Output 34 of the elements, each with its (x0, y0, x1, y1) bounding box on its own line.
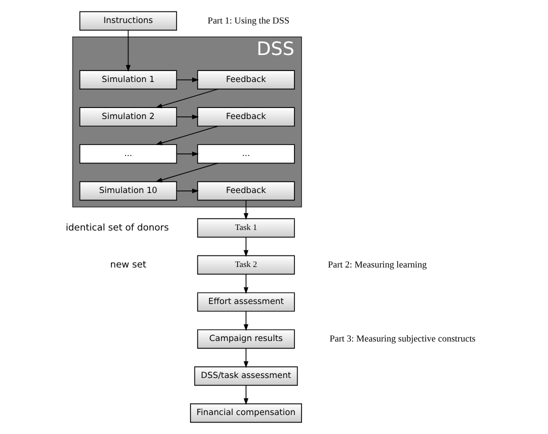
arrow (244, 348, 248, 368)
arrow (155, 126, 218, 146)
node-box: Simulation 1 (79, 70, 178, 90)
label: Part 3: Measuring subjective constructs (330, 334, 476, 344)
arrow (176, 188, 199, 194)
node-box: Feedback (197, 181, 295, 201)
arrow (244, 274, 248, 294)
arrow (155, 88, 218, 108)
arrow (176, 114, 199, 120)
arrow (176, 77, 199, 82)
node-box: Task 2 (197, 255, 295, 275)
node-box: Simulation 10 (79, 181, 178, 201)
arrow (176, 152, 199, 156)
node-box: Feedback (197, 70, 295, 90)
label: Part 1: Using the DSS (208, 16, 290, 26)
arrow (244, 310, 248, 331)
arrow (244, 200, 248, 220)
node-box: Effort assessment (197, 292, 295, 312)
arrow (244, 385, 248, 406)
label: new set (110, 259, 146, 270)
node-box: DSS/task assessment (194, 366, 298, 386)
arrow (155, 162, 218, 182)
arrow (244, 236, 248, 257)
node-box: Instructions (79, 11, 178, 31)
node-box: Campaign results (197, 329, 295, 349)
node-box: Simulation 2 (79, 107, 178, 127)
node-box: Task 1 (197, 218, 295, 238)
node-box: ... (197, 144, 295, 164)
node-box: ... (79, 144, 178, 164)
node-box: Feedback (197, 107, 295, 127)
label: identical set of donors (66, 222, 169, 234)
node-box: Financial compensation (190, 403, 302, 423)
arrow (126, 30, 131, 72)
label: Part 2: Measuring learning (328, 260, 427, 270)
